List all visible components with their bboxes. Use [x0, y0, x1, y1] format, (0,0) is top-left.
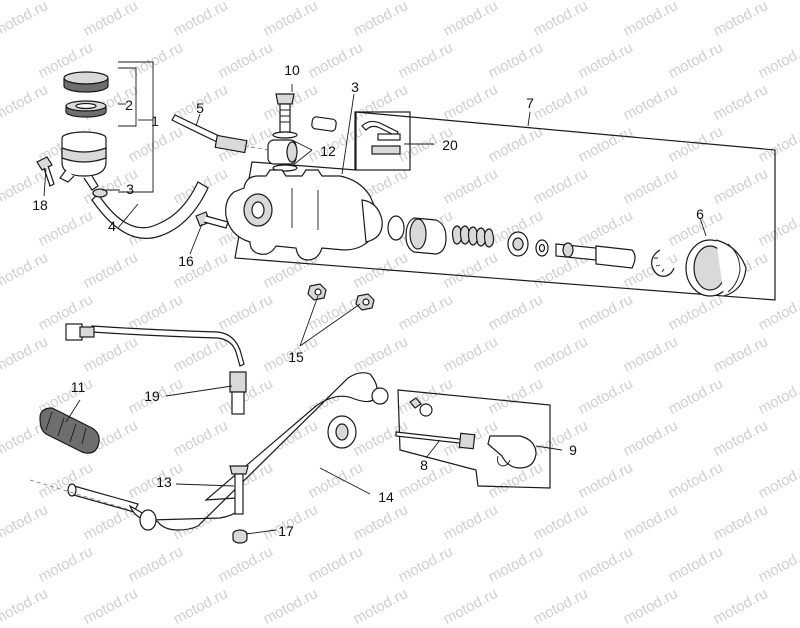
master-cylinder-body: [225, 169, 383, 261]
pipe-fitting: [214, 134, 248, 154]
group-box-9: [397, 389, 551, 489]
callout-19: 19: [144, 388, 160, 404]
callout-4: 4: [108, 218, 116, 234]
hose-clip-3: [92, 188, 108, 198]
callout-10: 10: [284, 62, 300, 78]
callout-20: 20: [442, 137, 458, 153]
reservoir-diaphragm: [65, 100, 107, 118]
pedal-dashed-guide: [29, 479, 131, 511]
part-20-hook: [361, 120, 401, 155]
switch-wire: [65, 323, 245, 367]
callout-2: 2: [125, 97, 133, 113]
callout-12: 12: [320, 143, 336, 159]
callout-14: 14: [378, 489, 394, 505]
clevis-9: [409, 397, 537, 469]
pipe-dashed-guide: [243, 145, 271, 151]
piston: [555, 242, 636, 269]
switch-19: [229, 371, 247, 415]
callout-18: 18: [32, 197, 48, 213]
bolt-18: [36, 156, 55, 187]
clutch-master-cylinder-exploded-diagram: [29, 61, 776, 544]
reservoir-cap: [63, 71, 109, 93]
bolt-16: [195, 211, 229, 229]
dust-boot-6: [685, 239, 747, 297]
pipe-5: [171, 114, 220, 143]
pushrod-8: [395, 431, 476, 450]
bracket-1-2: [118, 61, 154, 193]
washer-12-upper: [272, 131, 298, 139]
callout-6: 6: [696, 206, 704, 222]
callout-13: 13: [156, 474, 172, 490]
nut-15-right: [355, 293, 375, 311]
callout-9: 9: [569, 442, 577, 458]
pedal-rubber-11: [39, 407, 100, 454]
callout-5: 5: [196, 100, 204, 116]
group-box-20: [354, 111, 411, 171]
callout-16: 16: [178, 253, 194, 269]
reservoir-body: [59, 131, 107, 191]
banjo-bolt-10: [275, 93, 295, 133]
spring: [451, 225, 495, 248]
leader-lines: [43, 84, 707, 535]
callout-3-hose-clip: 3: [126, 181, 134, 197]
callout-1: 1: [151, 113, 159, 129]
callout-7: 7: [526, 95, 534, 111]
pedal-14: [67, 372, 389, 531]
piston-cup: [405, 217, 447, 255]
banjo-fitting: [267, 139, 298, 165]
bolt-13: [229, 465, 249, 515]
callout-8: 8: [420, 457, 428, 473]
nut-15-left: [307, 283, 327, 301]
nut-17: [232, 529, 248, 544]
piston-seal: [507, 231, 529, 257]
small-washer: [535, 239, 549, 257]
circlip: [651, 249, 675, 277]
callout-3-body: 3: [351, 79, 359, 95]
callout-11: 11: [70, 379, 86, 395]
o-ring: [387, 215, 405, 241]
pin: [311, 116, 337, 132]
callout-15: 15: [288, 349, 304, 365]
callout-17: 17: [278, 523, 294, 539]
